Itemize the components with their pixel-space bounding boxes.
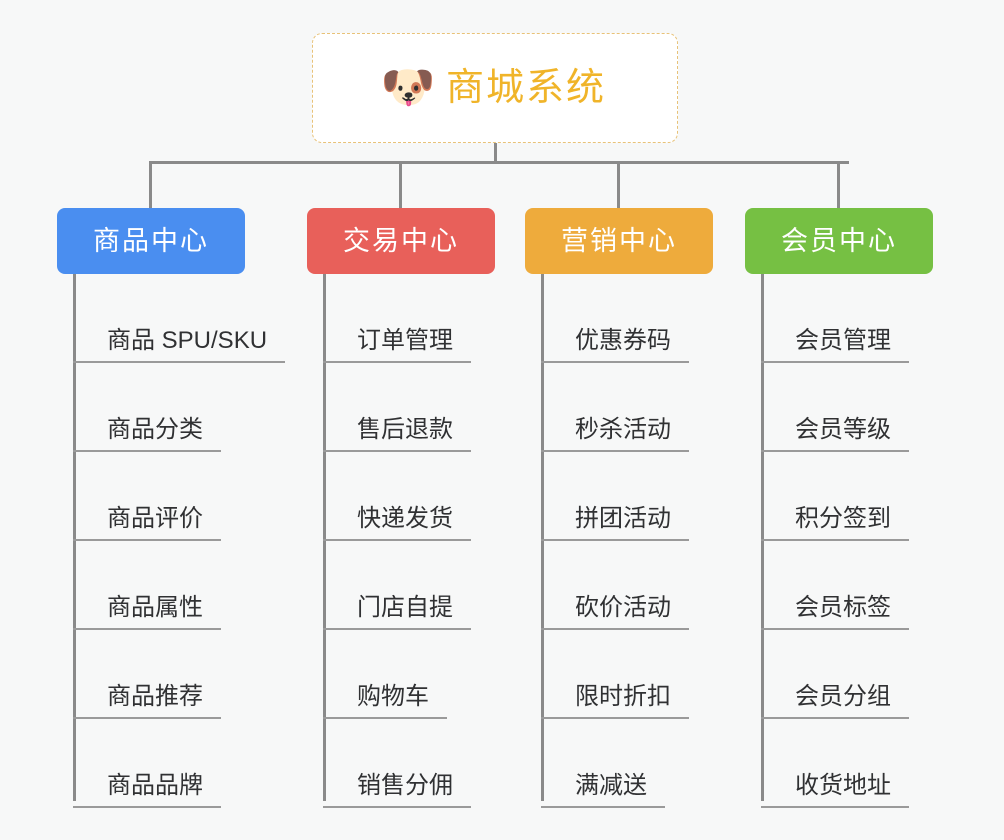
root-connector-bus — [149, 161, 849, 164]
leaf-spine — [761, 274, 764, 801]
category-box-4[interactable]: 会员中心 — [745, 208, 933, 274]
root-connector-stub — [494, 143, 497, 163]
category-box-2[interactable]: 交易中心 — [307, 208, 495, 274]
leaf-item[interactable]: 会员分组 — [761, 630, 909, 719]
category-label: 商品中心 — [93, 225, 209, 256]
leaf-item-label: 商品属性 — [73, 594, 221, 630]
category-box-3[interactable]: 营销中心 — [525, 208, 713, 274]
leaf-item-label: 购物车 — [323, 683, 447, 719]
leaf-item-label: 限时折扣 — [541, 683, 689, 719]
leaf-item-label: 订单管理 — [323, 327, 471, 363]
leaf-item-label: 秒杀活动 — [541, 416, 689, 452]
leaf-item[interactable]: 售后退款 — [323, 363, 471, 452]
leaf-item[interactable]: 拼团活动 — [541, 452, 689, 541]
category-label: 会员中心 — [781, 225, 897, 256]
leaf-item-label: 积分签到 — [761, 505, 909, 541]
category-connector-4 — [837, 161, 840, 209]
leaf-item[interactable]: 商品评价 — [73, 452, 221, 541]
category-connector-1 — [149, 161, 152, 209]
category-label: 营销中心 — [561, 225, 677, 256]
leaf-item-label: 快递发货 — [323, 505, 471, 541]
leaf-item[interactable]: 商品 SPU/SKU — [73, 274, 286, 363]
leaf-item-label: 会员标签 — [761, 594, 909, 630]
leaf-item-label: 满减送 — [541, 772, 665, 808]
leaf-item[interactable]: 销售分佣 — [323, 719, 471, 808]
leaf-item-label: 售后退款 — [323, 416, 471, 452]
leaf-item-label: 砍价活动 — [541, 594, 689, 630]
leaf-item[interactable]: 商品推荐 — [73, 630, 221, 719]
leaf-item[interactable]: 积分签到 — [761, 452, 909, 541]
leaf-item[interactable]: 砍价活动 — [541, 541, 689, 630]
leaf-item[interactable]: 购物车 — [323, 630, 447, 719]
leaf-item-label: 拼团活动 — [541, 505, 689, 541]
leaf-item-label: 销售分佣 — [323, 772, 471, 808]
leaf-item[interactable]: 会员标签 — [761, 541, 909, 630]
leaf-item-label: 会员分组 — [761, 683, 909, 719]
root-node[interactable]: 🐶 商城系统 — [312, 33, 678, 143]
dog-face-icon: 🐶 — [380, 63, 436, 112]
leaf-item-label: 门店自提 — [323, 594, 471, 630]
category-box-1[interactable]: 商品中心 — [57, 208, 245, 274]
leaf-item[interactable]: 商品分类 — [73, 363, 221, 452]
leaf-item[interactable]: 收货地址 — [761, 719, 909, 808]
category-label: 交易中心 — [343, 225, 459, 256]
category-connector-3 — [617, 161, 620, 209]
leaf-item-label: 商品品牌 — [73, 772, 221, 808]
category-connector-2 — [399, 161, 402, 209]
leaf-item[interactable]: 会员等级 — [761, 363, 909, 452]
leaf-item-label: 会员等级 — [761, 416, 909, 452]
leaf-item-label: 商品评价 — [73, 505, 221, 541]
leaf-item[interactable]: 门店自提 — [323, 541, 471, 630]
leaf-item-label: 优惠券码 — [541, 327, 689, 363]
leaf-item[interactable]: 订单管理 — [323, 274, 471, 363]
leaf-item[interactable]: 商品品牌 — [73, 719, 221, 808]
leaf-item[interactable]: 满减送 — [541, 719, 665, 808]
root-title: 商城系统 — [445, 67, 606, 109]
leaf-item[interactable]: 快递发货 — [323, 452, 471, 541]
leaf-spine — [73, 274, 76, 801]
leaf-item-label: 收货地址 — [761, 772, 909, 808]
leaf-item[interactable]: 商品属性 — [73, 541, 221, 630]
leaf-spine — [323, 274, 326, 801]
leaf-item-label: 商品分类 — [73, 416, 221, 452]
leaf-item[interactable]: 会员管理 — [761, 274, 909, 363]
leaf-item-label: 商品推荐 — [73, 683, 221, 719]
leaf-spine — [541, 274, 544, 801]
leaf-item[interactable]: 优惠券码 — [541, 274, 689, 363]
leaf-item[interactable]: 限时折扣 — [541, 630, 689, 719]
leaf-item-label: 商品 SPU/SKU — [73, 327, 286, 363]
leaf-item[interactable]: 秒杀活动 — [541, 363, 689, 452]
leaf-item-label: 会员管理 — [761, 327, 909, 363]
